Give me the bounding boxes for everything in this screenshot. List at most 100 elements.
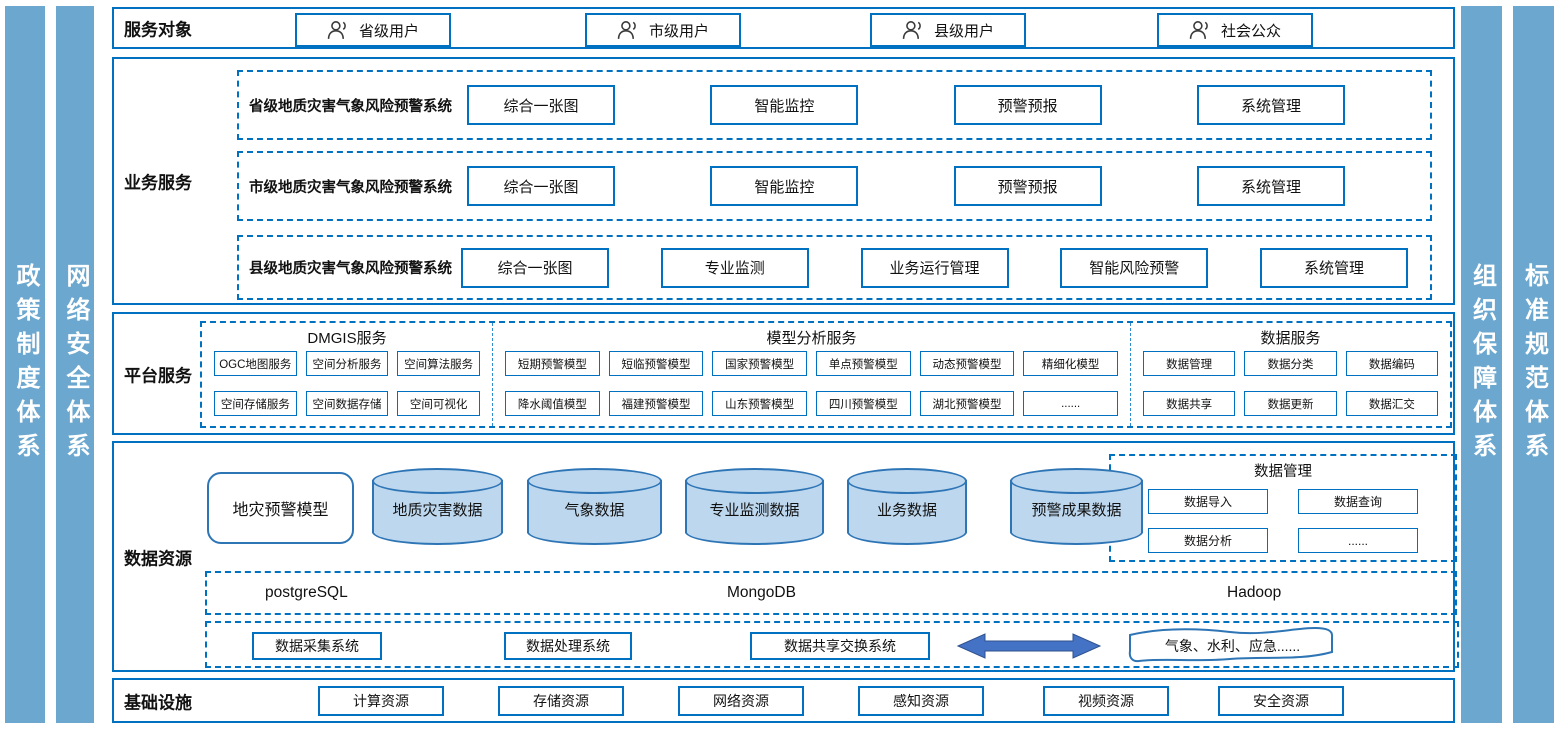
pillar-policy-system: 政策制度体系 <box>5 6 45 723</box>
service-box: 空间可视化 <box>397 391 480 416</box>
data-cylinder: 预警成果数据 <box>1010 468 1143 545</box>
pillar-label: 网络安全体系 <box>62 262 89 467</box>
service-box: ...... <box>1023 391 1118 416</box>
data-cylinder: 业务数据 <box>847 468 967 545</box>
section-service-objects: 服务对象 省级用户 市级用户 县级用户 <box>112 7 1455 49</box>
service-box: 空间数据存储 <box>305 391 389 416</box>
service-box: 福建预警模型 <box>608 391 704 416</box>
user-box-public: 社会公众 <box>1157 13 1313 47</box>
service-box: 短期预警模型 <box>505 351 600 376</box>
user-box-county: 县级用户 <box>870 13 1026 47</box>
section-title: 基础设施 <box>124 693 192 712</box>
cylinder-label: 专业监测数据 <box>709 501 800 519</box>
service-box: 降水阈值模型 <box>505 391 600 416</box>
pillar-organization-guarantee: 组织保障体系 <box>1461 6 1502 723</box>
module-box: 综合一张图 <box>467 85 615 125</box>
platform-group-title: 数据服务 <box>1260 330 1321 347</box>
section-business-services: 业务服务 省级地质灾害气象风险预警系统 综合一张图 智能监控 预警预报 系统管理… <box>112 57 1455 305</box>
database-layer: postgreSQL MongoDB Hadoop <box>205 571 1457 615</box>
service-box: 空间存储服务 <box>214 391 297 416</box>
management-item-box: ...... <box>1298 528 1418 553</box>
service-box: 湖北预警模型 <box>919 391 1015 416</box>
business-row-provincial: 省级地质灾害气象风险预警系统 综合一张图 智能监控 预警预报 系统管理 <box>237 70 1432 140</box>
service-box: 数据管理 <box>1143 351 1236 376</box>
cylinder-label: 预警成果数据 <box>1031 501 1122 519</box>
service-box: 精细化模型 <box>1023 351 1118 376</box>
module-box: 业务运行管理 <box>860 247 1009 288</box>
pillar-network-security: 网络安全体系 <box>56 6 94 723</box>
business-row-county: 县级地质灾害气象风险预警系统 综合一张图 专业监测 业务运行管理 智能风险预警 … <box>237 235 1432 300</box>
pillar-label: 政策制度体系 <box>12 262 39 467</box>
cylinder-label: 地质灾害数据 <box>392 501 483 519</box>
platform-group-data-services: 数据服务 数据管理 数据分类 数据编码 数据共享 数据更新 数据汇交 <box>1130 323 1450 426</box>
user-icon <box>1189 21 1208 39</box>
service-box: 数据共享 <box>1143 391 1236 416</box>
business-system-name: 市级地质灾害气象风险预警系统 <box>249 179 452 196</box>
data-management-panel: 数据管理 数据导入 数据查询 数据分析 ...... <box>1109 454 1457 562</box>
pillar-standards: 标准规范体系 <box>1513 6 1554 723</box>
user-label: 省级用户 <box>358 22 419 40</box>
user-label: 县级用户 <box>933 22 994 40</box>
service-box: 短临预警模型 <box>608 351 704 376</box>
data-systems-layer: 数据采集系统 数据处理系统 数据共享交换系统 气象、水利、应急...... <box>205 621 1459 668</box>
database-label: Hadoop <box>1227 584 1282 601</box>
section-title: 服务对象 <box>124 20 192 40</box>
section-infrastructure: 基础设施 计算资源 存储资源 网络资源 感知资源 视频资源 安全资源 <box>112 678 1455 723</box>
external-systems-scroll: 气象、水利、应急...... <box>1125 625 1340 667</box>
business-system-name: 省级地质灾害气象风险预警系统 <box>249 98 452 115</box>
platform-group-title: 模型分析服务 <box>766 330 857 347</box>
module-box: 专业监测 <box>660 247 809 288</box>
service-box: 数据更新 <box>1244 391 1337 416</box>
business-system-name: 县级地质灾害气象风险预警系统 <box>249 261 452 277</box>
infra-resource-box: 网络资源 <box>678 685 804 716</box>
service-box: 动态预警模型 <box>919 351 1015 376</box>
data-cylinder: 地质灾害数据 <box>372 468 503 545</box>
service-box: 空间分析服务 <box>305 351 389 376</box>
infra-resource-box: 计算资源 <box>318 685 444 716</box>
service-box: 单点预警模型 <box>815 351 911 376</box>
user-icon <box>617 21 636 39</box>
cylinder-label: 业务数据 <box>876 501 937 519</box>
external-systems-label: 气象、水利、应急...... <box>1164 638 1301 654</box>
management-item-box: 数据分析 <box>1148 528 1268 553</box>
user-label: 市级用户 <box>648 22 709 40</box>
service-box: OGC地图服务 <box>214 351 297 376</box>
module-box: 系统管理 <box>1196 166 1345 206</box>
section-platform-services: 平台服务 DMGIS服务 OGC地图服务 空间分析服务 空间算法服务 空间存储服… <box>112 312 1455 435</box>
management-item-box: 数据查询 <box>1298 489 1418 514</box>
section-title: 业务服务 <box>124 173 192 193</box>
module-box: 智能监控 <box>710 85 859 125</box>
infra-resource-box: 安全资源 <box>1218 685 1344 716</box>
scroll-shape-icon <box>1128 626 1334 663</box>
section-data-resources: 数据资源 地灾预警模型 地质灾害数据 气象数据 专业监测数据 业务数据 预警成果… <box>112 441 1459 672</box>
service-box: 数据分类 <box>1244 351 1337 376</box>
cylinder-label: 气象数据 <box>564 501 625 519</box>
platform-group-dmgis: DMGIS服务 OGC地图服务 空间分析服务 空间算法服务 空间存储服务 空间数… <box>202 323 492 426</box>
model-box-geohazard-warning: 地灾预警模型 <box>207 472 354 544</box>
system-box: 数据处理系统 <box>504 632 632 660</box>
platform-group-title: DMGIS服务 <box>307 330 387 347</box>
user-box-provincial: 省级用户 <box>295 13 451 47</box>
data-cylinder: 气象数据 <box>527 468 662 545</box>
service-box: 数据汇交 <box>1345 391 1438 416</box>
module-box: 预警预报 <box>953 166 1102 206</box>
data-cylinder: 专业监测数据 <box>685 468 824 545</box>
module-box: 预警预报 <box>953 85 1102 125</box>
module-box: 综合一张图 <box>467 166 615 206</box>
service-box: 空间算法服务 <box>397 351 480 376</box>
section-title: 平台服务 <box>124 366 192 385</box>
service-box: 四川预警模型 <box>815 391 911 416</box>
pillar-label: 组织保障体系 <box>1468 262 1496 467</box>
database-label: MongoDB <box>727 584 796 601</box>
module-box: 系统管理 <box>1260 247 1408 288</box>
business-row-city: 市级地质灾害气象风险预警系统 综合一张图 智能监控 预警预报 系统管理 <box>237 151 1432 221</box>
section-title: 数据资源 <box>124 549 192 568</box>
user-box-city: 市级用户 <box>585 13 741 47</box>
platform-panel: DMGIS服务 OGC地图服务 空间分析服务 空间算法服务 空间存储服务 空间数… <box>200 321 1452 428</box>
user-icon <box>327 21 346 39</box>
system-box: 数据共享交换系统 <box>750 632 930 660</box>
platform-group-model-analysis: 模型分析服务 短期预警模型 短临预警模型 国家预警模型 单点预警模型 动态预警模… <box>492 323 1130 426</box>
management-item-box: 数据导入 <box>1148 489 1268 514</box>
module-box: 系统管理 <box>1196 85 1345 125</box>
